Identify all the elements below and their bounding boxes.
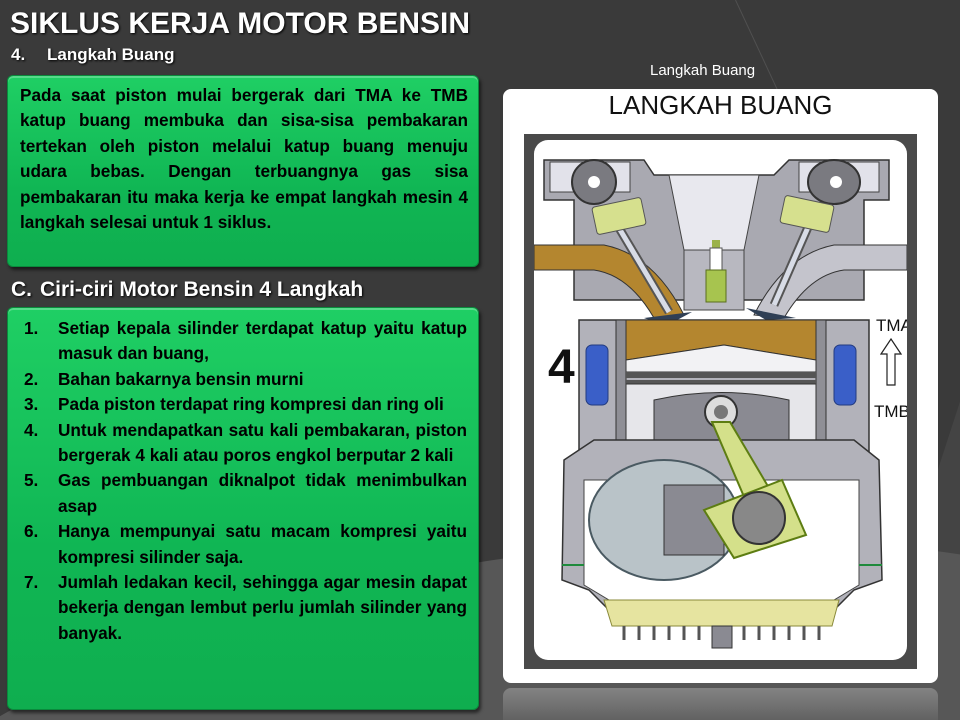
tmb-label: TMB xyxy=(874,402,907,421)
list-item: 6. Hanya mempunyai satu macam kompresi ya… xyxy=(24,519,467,570)
item-text: Bahan bakarnya bensin murni xyxy=(58,368,304,389)
characteristics-box: 1. Setiap kepala silinder terdapat katup … xyxy=(7,307,479,710)
item-number: 3. xyxy=(24,394,39,415)
subtitle-text: Langkah Buang xyxy=(47,45,175,64)
list-item: 3. Pada piston terdapat ring kompresi dan… xyxy=(24,392,467,417)
section-heading: C. Ciri-ciri Motor Bensin 4 Langkah xyxy=(11,278,363,302)
list-item: 7. Jumlah ledakan kecil, sehingga agar me… xyxy=(24,570,467,646)
item-number: 2. xyxy=(24,368,39,389)
item-text: Setiap kepala silinder terdapat katup ya… xyxy=(58,318,467,364)
item-number: 1. xyxy=(24,318,39,338)
slide-title: SIKLUS KERJA MOTOR BENSIN xyxy=(10,7,471,40)
engine-cross-section-icon xyxy=(534,159,907,649)
item-text: Untuk mendapatkan satu kali pembakaran, … xyxy=(58,419,467,466)
item-text: Hanya mempunyai satu macam kompresi yait… xyxy=(58,521,467,567)
item-number: 5. xyxy=(24,470,39,491)
item-number: 7. xyxy=(24,572,39,593)
stroke-number: 4 xyxy=(548,341,575,394)
item-text: Jumlah ledakan kecil, sehingga agar mesi… xyxy=(58,572,467,643)
engine-diagram-frame: 4 TMA TMB xyxy=(524,134,917,669)
list-item: 4. Untuk mendapatkan satu kali pembakaran… xyxy=(24,418,467,469)
item-number: 4. xyxy=(24,419,39,440)
tma-label: TMA xyxy=(876,316,907,335)
item-text: Pada piston terdapat ring kompresi dan r… xyxy=(58,394,444,415)
description-box: Pada saat piston mulai bergerak dari TMA… xyxy=(7,75,479,267)
engine-diagram: 4 TMA TMB xyxy=(534,140,907,660)
slide-subtitle: 4. Langkah Buang xyxy=(11,45,175,65)
list-item: 1. Setiap kepala silinder terdapat katup … xyxy=(24,316,467,367)
figure-title: LANGKAH BUANG xyxy=(608,90,833,120)
item-text: Gas pembuangan diknalpot tidak menimbulk… xyxy=(58,470,467,516)
item-number: 6. xyxy=(24,521,39,542)
engine-figure: LANGKAH BUANG xyxy=(503,89,938,683)
section-title: Ciri-ciri Motor Bensin 4 Langkah xyxy=(40,278,364,301)
figure-reflection xyxy=(503,688,938,720)
description-text: Pada saat piston mulai bergerak dari TMA… xyxy=(20,85,468,233)
list-item: 5. Gas pembuangan diknalpot tidak menimbu… xyxy=(24,468,467,519)
up-arrow-icon xyxy=(880,338,902,386)
section-letter: C. xyxy=(11,278,32,301)
characteristics-list: 1. Setiap kepala silinder terdapat katup … xyxy=(24,316,467,646)
figure-caption: Langkah Buang xyxy=(650,62,756,79)
subtitle-number: 4. xyxy=(11,45,26,64)
list-item: 2. Bahan bakarnya bensin murni xyxy=(24,367,467,392)
